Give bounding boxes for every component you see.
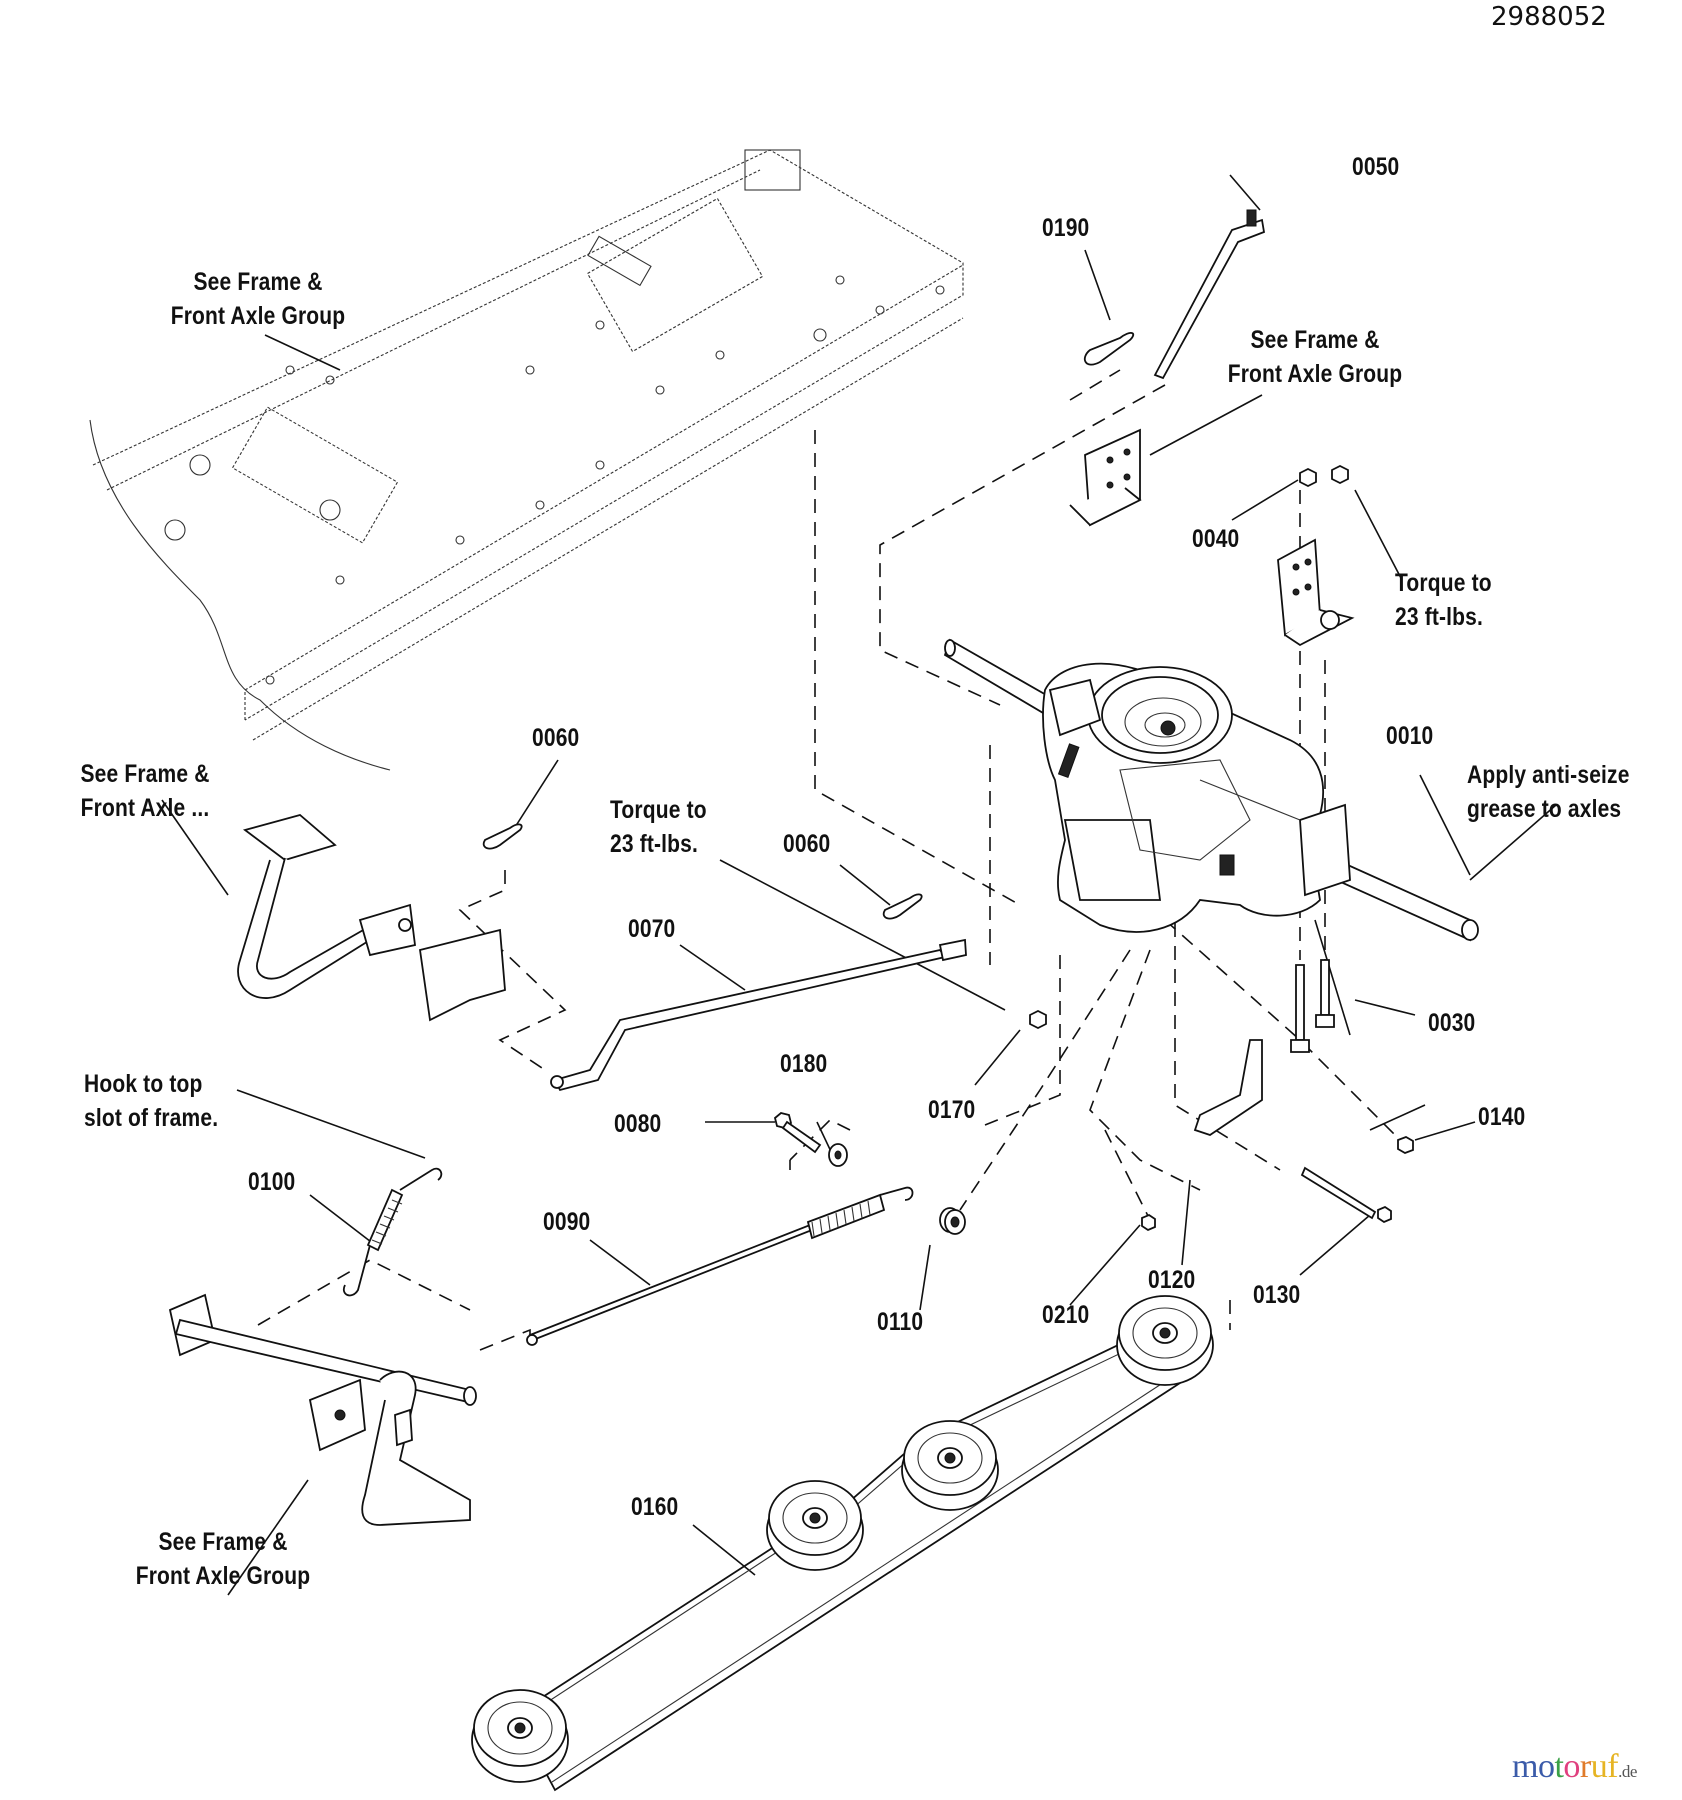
note-line: 23 ft-lbs. <box>1395 603 1484 631</box>
frame-illustration <box>89 149 964 771</box>
note-line: Front Axle Group <box>1227 360 1403 388</box>
callout-0210[interactable]: 0210 <box>1042 1301 1090 1329</box>
watermark-letter: t <box>1554 1748 1564 1785</box>
rod-0070 <box>550 938 967 1092</box>
watermark-letter: o <box>1537 1748 1555 1785</box>
note-torque-right: Torque to 23 ft-lbs. <box>1395 566 1492 634</box>
callout-0070[interactable]: 0070 <box>628 915 676 943</box>
callout-0090[interactable]: 0090 <box>543 1208 591 1236</box>
watermark-letter: f <box>1607 1748 1619 1785</box>
callout-0190[interactable]: 0190 <box>1042 214 1090 242</box>
note-anti-seize: Apply anti-seize grease to axles <box>1467 758 1630 826</box>
callout-0140[interactable]: 0140 <box>1478 1103 1526 1131</box>
watermark-letter: u <box>1590 1748 1608 1785</box>
note-line: Torque to <box>1395 569 1492 597</box>
callout-0060-center[interactable]: 0060 <box>783 830 831 858</box>
note-hook-spring: Hook to top slot of frame. <box>84 1067 218 1135</box>
nut-0140 <box>1397 1136 1414 1154</box>
hairpin-clip-0190 <box>1083 332 1135 366</box>
spring-0100 <box>342 1167 443 1297</box>
note-line: Apply anti-seize <box>1467 761 1630 789</box>
bolt-0080 <box>773 1112 822 1154</box>
note-see-frame-mid-left: See Frame & Front Axle ... <box>40 757 250 825</box>
note-line: Front Axle ... <box>80 794 210 822</box>
note-torque-center: Torque to 23 ft-lbs. <box>610 793 707 861</box>
callout-0130[interactable]: 0130 <box>1253 1281 1301 1309</box>
note-line: See Frame & <box>193 268 323 296</box>
bolts-0030 <box>1290 959 1335 1053</box>
callout-0030[interactable]: 0030 <box>1428 1009 1476 1037</box>
note-line: See Frame & <box>80 760 210 788</box>
note-line: grease to axles <box>1467 795 1622 823</box>
callout-0100[interactable]: 0100 <box>248 1168 296 1196</box>
callout-0040[interactable]: 0040 <box>1192 525 1240 553</box>
callout-0010[interactable]: 0010 <box>1386 722 1434 750</box>
pedal-assembly <box>237 814 506 1022</box>
callout-0080[interactable]: 0080 <box>614 1110 662 1138</box>
callout-0060-left[interactable]: 0060 <box>532 724 580 752</box>
callout-0160[interactable]: 0160 <box>631 1493 679 1521</box>
nuts-0040 <box>1299 464 1349 488</box>
note-line: Torque to <box>610 796 707 824</box>
spacer-0110 <box>939 1207 966 1235</box>
spring-rod-0090 <box>526 1186 914 1346</box>
watermark-letters: motoruf <box>1512 1748 1619 1785</box>
note-line: Hook to top <box>84 1070 203 1098</box>
hairpin-clip-0060-center <box>882 893 923 920</box>
note-line: 23 ft-lbs. <box>610 830 699 858</box>
callout-0110[interactable]: 0110 <box>877 1308 924 1336</box>
mount-bracket-right <box>1277 538 1355 647</box>
bolt-0130 <box>1300 1166 1377 1220</box>
pulley-3 <box>901 1420 999 1511</box>
note-line: See Frame & <box>158 1528 288 1556</box>
document-number: 2988052 <box>1491 2 1607 32</box>
pulley-4 <box>1116 1295 1214 1386</box>
note-see-frame-bottom-left: See Frame & Front Axle Group <box>110 1525 337 1593</box>
note-line: See Frame & <box>1250 326 1380 354</box>
pulley-1 <box>471 1689 569 1783</box>
note-see-frame-top-left: See Frame & Front Axle Group <box>145 265 372 333</box>
watermark-suffix: .de <box>1618 1762 1637 1781</box>
leader-lines <box>161 174 1557 1596</box>
transaxle-0010 <box>943 638 1479 942</box>
watermark-logo: motoruf.de <box>1512 1748 1637 1786</box>
note-line: Front Axle Group <box>170 302 346 330</box>
watermark-letter: r <box>1579 1748 1591 1785</box>
note-see-frame-top-right: See Frame & Front Axle Group <box>1202 323 1429 391</box>
pulley-2 <box>766 1480 864 1571</box>
callout-0180[interactable]: 0180 <box>780 1050 828 1078</box>
bracket-0120 <box>1193 1039 1263 1136</box>
note-line: slot of frame. <box>84 1104 219 1132</box>
nut-0210 <box>1141 1213 1156 1232</box>
hairpin-clip-0060-left <box>482 823 523 850</box>
brake-pedal-assembly <box>168 1293 477 1526</box>
bolt-0130-head <box>1377 1205 1392 1224</box>
note-line: Front Axle Group <box>135 1562 311 1590</box>
callout-0170[interactable]: 0170 <box>928 1096 976 1124</box>
washer-0180 <box>828 1143 848 1167</box>
shift-rod-0050 <box>1153 209 1266 380</box>
callout-0120[interactable]: 0120 <box>1148 1266 1196 1294</box>
callout-0050[interactable]: 0050 <box>1352 153 1400 181</box>
watermark-letter: o <box>1563 1748 1580 1785</box>
nut-0170 <box>1029 1009 1047 1030</box>
drive-belt-0160 <box>513 1323 1202 1792</box>
mount-bracket-top <box>1069 428 1142 527</box>
watermark-letter: m <box>1512 1748 1538 1785</box>
